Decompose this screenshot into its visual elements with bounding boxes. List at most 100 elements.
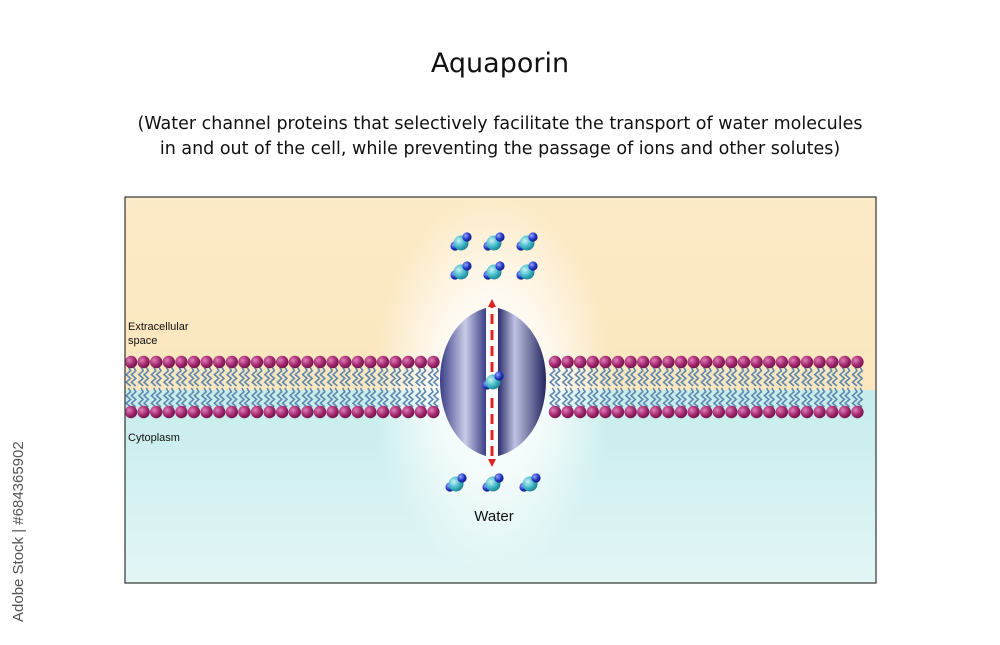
lipid-tail: [768, 366, 776, 387]
lipid-head: [213, 405, 226, 419]
hydrogen-atom: [462, 261, 472, 271]
lipid-tail: [717, 366, 725, 387]
lipid-tail: [293, 366, 301, 387]
lipid-head: [725, 355, 738, 369]
extracellular-label-line-1: Extracellular: [128, 321, 189, 333]
aquaporin-right-half: [498, 308, 546, 456]
lipid-tail: [763, 366, 771, 387]
lipid-tail: [654, 387, 662, 408]
lipid-tail: [692, 387, 700, 408]
lipid-tail: [611, 366, 619, 387]
lipid-tail: [382, 366, 390, 387]
lipid-head: [313, 405, 327, 419]
lipid-tail: [213, 366, 221, 387]
lipid-head: [700, 355, 713, 369]
lipid-head: [351, 405, 364, 419]
lipid-tail: [288, 366, 296, 387]
lipid-tail: [687, 366, 695, 387]
lipid-tail: [389, 387, 397, 408]
lipid-tail: [680, 387, 688, 408]
lipid-tail: [339, 387, 347, 408]
lipid-tail: [806, 387, 814, 408]
lipid-tail: [187, 387, 195, 408]
lipid-head: [674, 355, 688, 369]
lipid-tail: [142, 366, 150, 387]
lipid-head: [662, 355, 675, 369]
lipid-head: [788, 405, 801, 419]
lipid-tail: [743, 366, 751, 387]
lipid-head: [364, 405, 377, 419]
lipid-head: [763, 355, 776, 369]
lipid-head: [649, 355, 662, 369]
lipid-tail: [150, 387, 158, 408]
diagram-frame: [124, 196, 877, 584]
lipid-tail: [662, 366, 670, 387]
lipid-head: [750, 355, 763, 369]
lipid-tail: [256, 366, 264, 387]
lipid-tail: [339, 366, 347, 387]
lipid-head: [637, 405, 650, 419]
lipid-tail: [793, 387, 801, 408]
lipid-head: [624, 355, 637, 369]
water-label: Water: [474, 508, 513, 525]
lipid-tail: [205, 387, 213, 408]
hydrogen-atom: [462, 232, 472, 242]
lipid-head: [213, 355, 226, 369]
water-molecule: [516, 232, 538, 251]
lipid-tail: [755, 366, 763, 387]
lipid-head: [301, 405, 314, 419]
lipid-tail: [313, 387, 321, 408]
lipid-tail: [788, 366, 796, 387]
lipid-tail: [775, 366, 783, 387]
lipid-tail: [730, 387, 738, 408]
lipid-tail: [175, 387, 183, 408]
lipid-tail: [566, 366, 574, 387]
lipid-tail: [654, 366, 662, 387]
lipid-head: [800, 355, 814, 369]
lipid-tail: [162, 366, 170, 387]
lipid-tail: [419, 366, 427, 387]
lipid-tail: [155, 387, 163, 408]
lipid-tail: [288, 387, 296, 408]
lipid-tail: [831, 387, 839, 408]
lipid-tail: [167, 366, 175, 387]
lipid-tail: [205, 366, 213, 387]
hydrogen-atom: [531, 473, 541, 483]
lipid-tail: [218, 366, 226, 387]
water-molecule: [482, 473, 504, 492]
lipid-tail: [743, 387, 751, 408]
lipid-tail: [281, 387, 289, 408]
hydrogen-atom: [457, 473, 467, 483]
lipid-tail: [856, 387, 864, 408]
lipid-tail: [376, 387, 384, 408]
lipid-tail: [402, 387, 410, 408]
lipid-tail: [780, 366, 788, 387]
lipid-tail: [574, 366, 582, 387]
lipid-tail: [319, 366, 327, 387]
lipid-head: [586, 405, 599, 419]
lipid-tail: [566, 387, 574, 408]
lipid-head: [389, 355, 402, 369]
lipid-tail: [554, 366, 562, 387]
lipid-tail: [394, 387, 402, 408]
lipid-tail: [369, 366, 377, 387]
lipid-head: [250, 355, 264, 369]
lipid-tail: [599, 366, 607, 387]
lipid-head: [427, 355, 440, 369]
lipid-tail: [238, 387, 246, 408]
water-molecules: [445, 232, 541, 492]
aquaporin-protein: [440, 308, 546, 456]
lipid-head: [561, 355, 574, 369]
water-molecule: [445, 473, 467, 492]
lipid-tail: [725, 387, 733, 408]
lipid-tail: [561, 366, 569, 387]
lipid-tail: [427, 366, 435, 387]
lipid-head: [238, 405, 251, 419]
lipid-tail: [364, 366, 372, 387]
lipid-tail: [642, 366, 650, 387]
lipid-tail: [617, 387, 625, 408]
lipid-head: [700, 405, 713, 419]
lipid-tail: [263, 366, 271, 387]
lipid-tail: [843, 366, 851, 387]
lipid-tail: [818, 387, 826, 408]
